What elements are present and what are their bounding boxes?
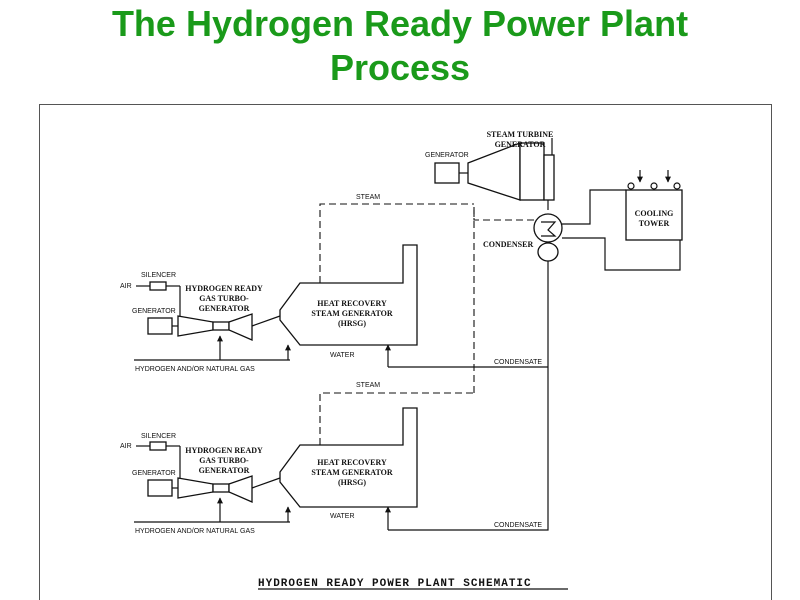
turbine-casing <box>467 142 521 201</box>
hrsg-1-label-2: STEAM GENERATOR <box>311 309 392 318</box>
schematic-frame <box>39 104 772 600</box>
unit-2: STEAM HEAT RECOVERY STEAM GENERATOR (HRS… <box>120 382 542 535</box>
title-line-2: Process <box>329 47 471 88</box>
condensate-2-label: CONDENSATE <box>494 522 542 529</box>
condenser <box>533 213 563 262</box>
hrsg-2-label-1: HEAT RECOVERY <box>317 458 387 467</box>
hrsg-2-label-2: STEAM GENERATOR <box>311 468 392 477</box>
turbine-1 <box>228 313 253 341</box>
cooling-tower-label-2: TOWER <box>639 219 670 228</box>
turbine-2 <box>228 475 253 503</box>
compressor-1 <box>177 315 214 337</box>
generator-2-label: GENERATOR <box>132 470 176 477</box>
cooling-tower <box>625 170 683 241</box>
steam-turbine-label-1: STEAM TURBINE <box>487 130 554 139</box>
fuel-1-label: HYDROGEN AND/OR NATURAL GAS <box>135 366 255 373</box>
gt-2-label-3: GENERATOR <box>199 466 250 475</box>
st-generator-box <box>434 162 460 184</box>
water-2-label: WATER <box>330 513 355 520</box>
generator-2 <box>147 479 173 497</box>
gt-2-label-2: GAS TURBO- <box>199 456 249 465</box>
air-2-label: AIR <box>120 443 132 450</box>
page-title: The Hydrogen Ready Power Plant Process <box>0 2 800 90</box>
title-line-1: The Hydrogen Ready Power Plant <box>111 3 689 44</box>
generator-1-label: GENERATOR <box>132 308 176 315</box>
steam-label-2: STEAM <box>356 382 380 389</box>
st-generator-label: GENERATOR <box>425 152 469 159</box>
schematic-caption: HYDROGEN READY POWER PLANT SCHEMATIC <box>258 578 532 590</box>
gt-1-label-3: GENERATOR <box>199 304 250 313</box>
hrsg-1-label-3: (HRSG) <box>338 319 366 328</box>
cooling-tower-box <box>625 189 683 241</box>
air-1-label: AIR <box>120 283 132 290</box>
condensate-1-label: CONDENSATE <box>494 359 542 366</box>
generator-1 <box>147 317 173 335</box>
hrsg-2-label-3: (HRSG) <box>338 478 366 487</box>
fuel-2-label: HYDROGEN AND/OR NATURAL GAS <box>135 528 255 535</box>
hrsg-2 <box>279 407 418 508</box>
gt-1-label-2: GAS TURBO- <box>199 294 249 303</box>
steam-label-1: STEAM <box>356 194 380 201</box>
unit-1: STEAM HEAT RECOVERY STEAM GENERATOR (HRS… <box>120 194 542 373</box>
compressor-2 <box>177 477 214 499</box>
gt-1-label-1: HYDROGEN READY <box>185 284 263 293</box>
silencer-2-label: SILENCER <box>141 433 176 440</box>
steam-turbine-label-2: GENERATOR <box>495 140 546 149</box>
hrsg-1-label-1: HEAT RECOVERY <box>317 299 387 308</box>
cooling-tower-label-1: COOLING <box>635 209 674 218</box>
silencer-1 <box>149 281 167 291</box>
gt-2-label-1: HYDROGEN READY <box>185 446 263 455</box>
silencer-1-label: SILENCER <box>141 272 176 279</box>
condenser-label: CONDENSER <box>483 240 533 249</box>
silencer-2 <box>149 441 167 451</box>
hotwell <box>537 242 559 262</box>
condenser-shell <box>533 213 563 243</box>
water-1-label: WATER <box>330 352 355 359</box>
hrsg-1 <box>279 244 418 346</box>
steam-turbine <box>434 138 555 210</box>
